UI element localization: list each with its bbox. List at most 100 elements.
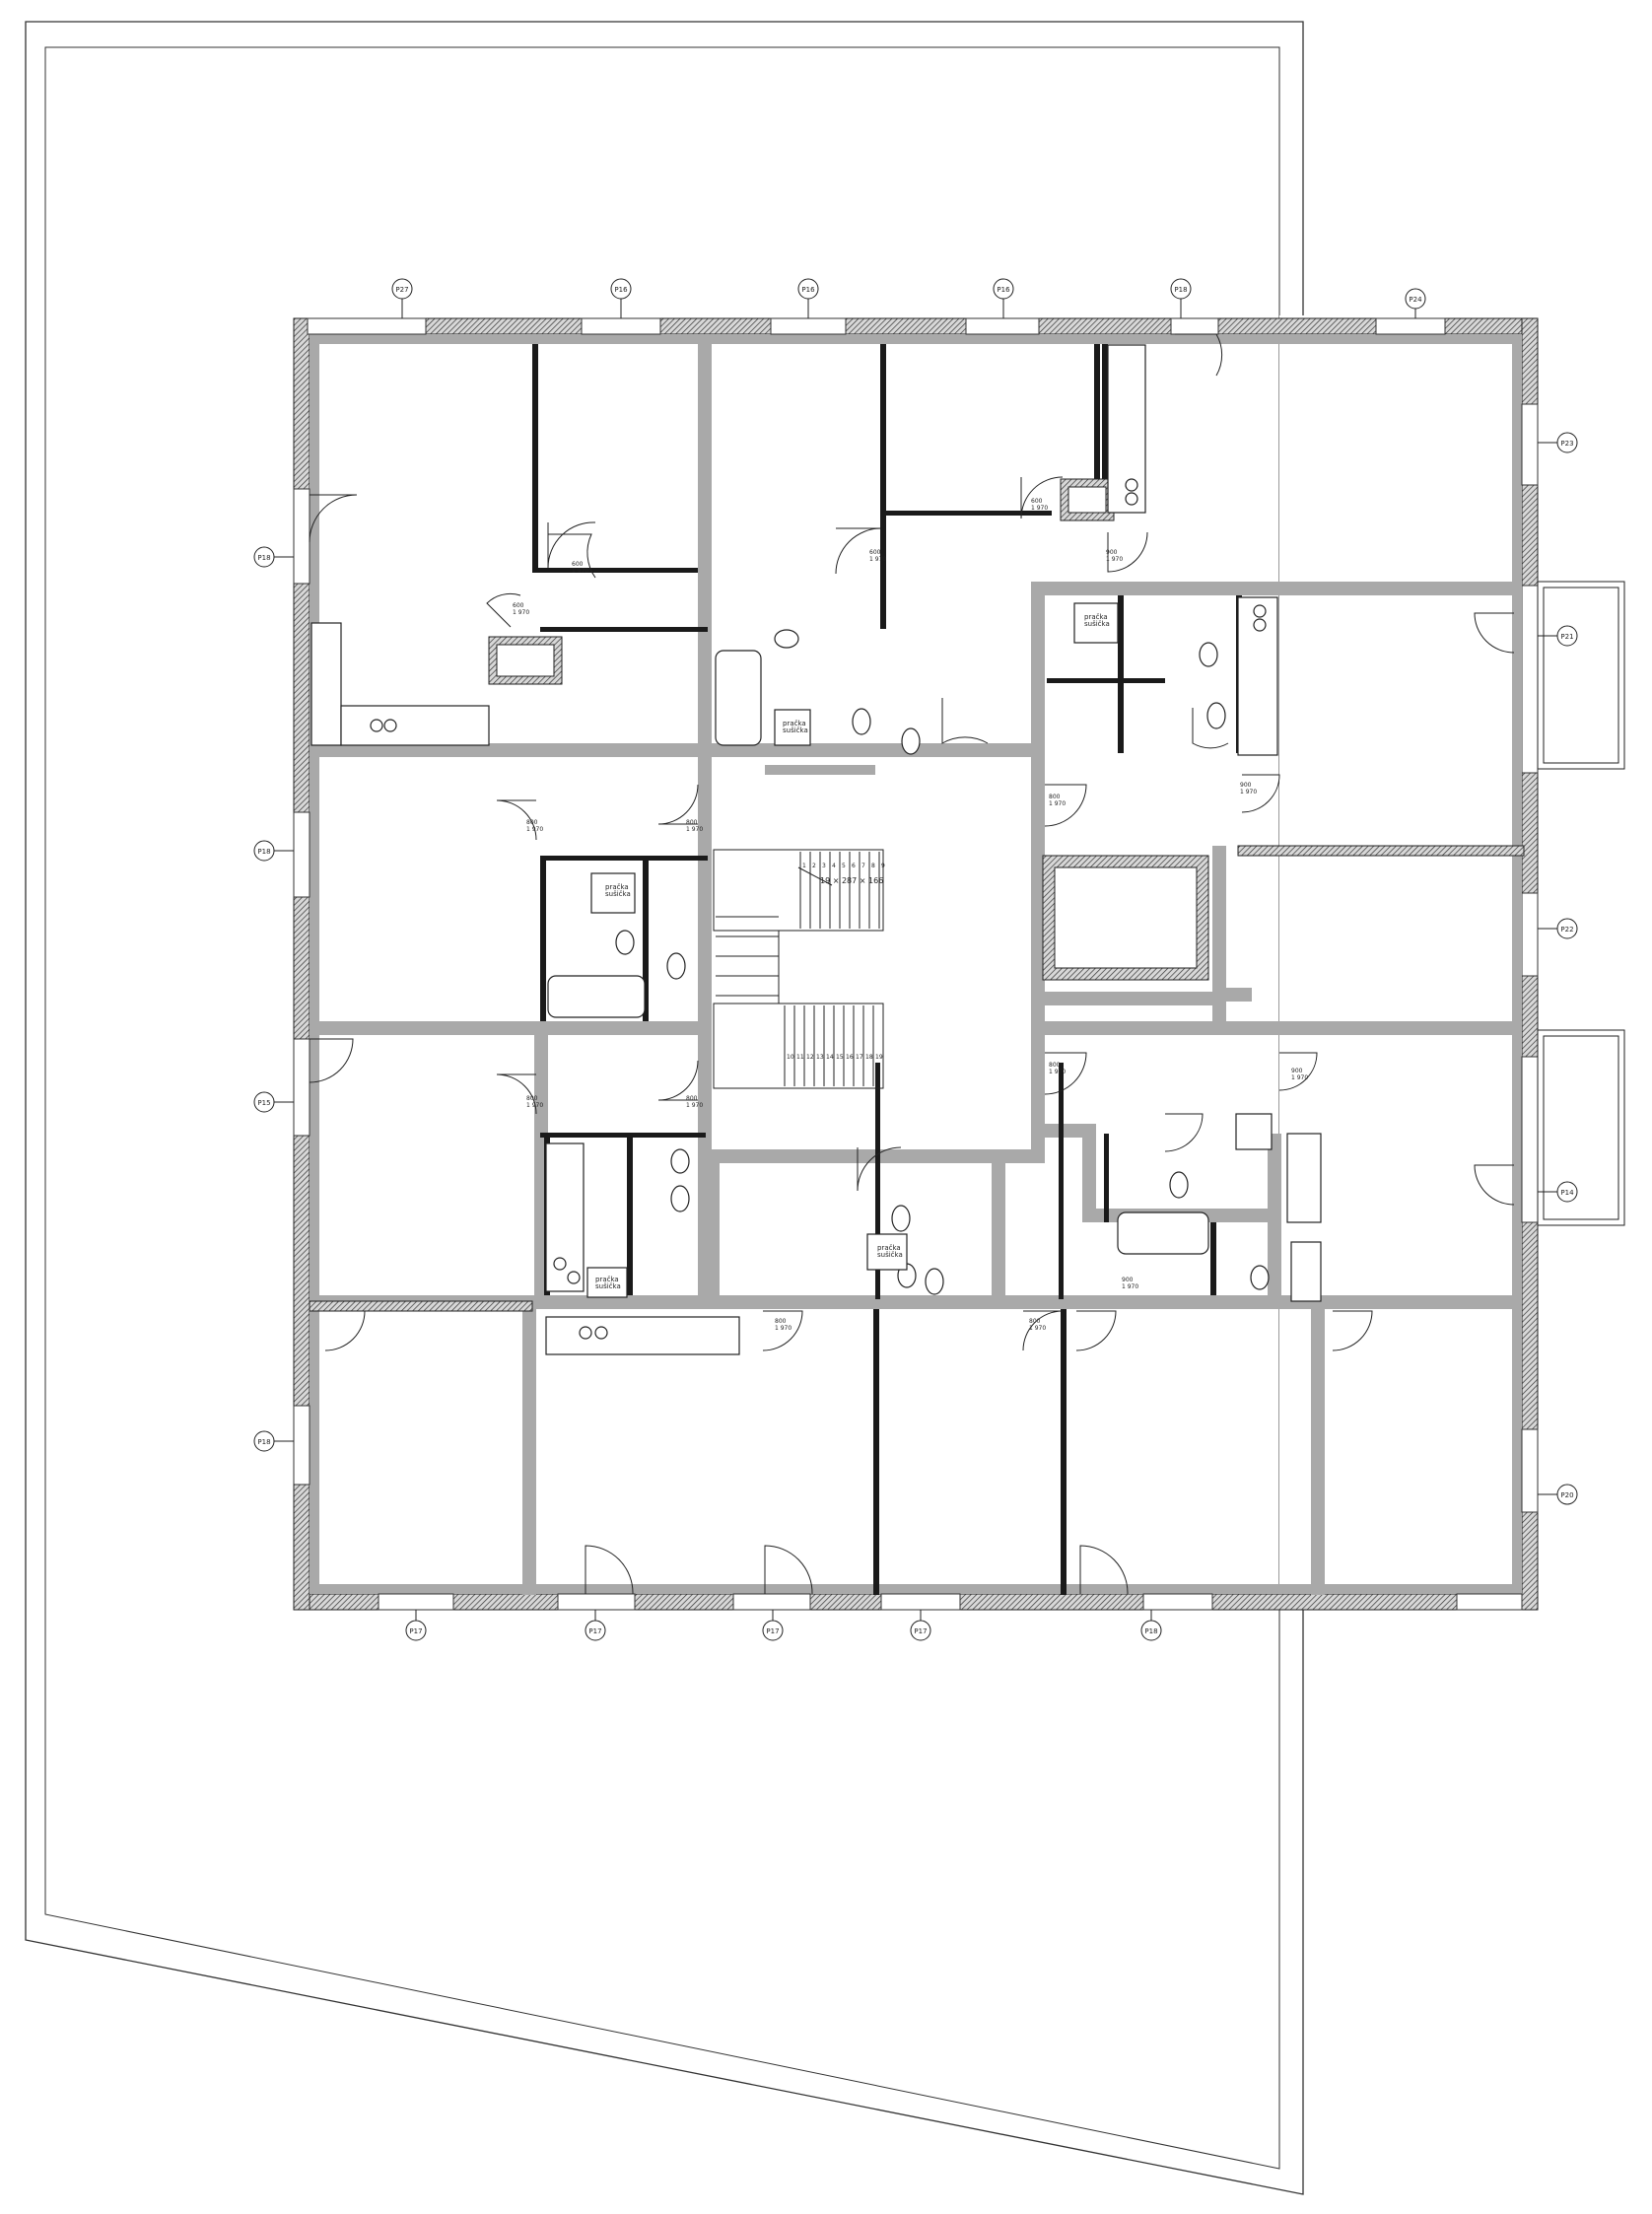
appliance-box xyxy=(586,1267,628,1298)
window-tag: P18 xyxy=(257,554,270,562)
window-tag: P17 xyxy=(766,1627,779,1635)
kitchen-counter xyxy=(545,1142,585,1292)
bathroom-fixtures xyxy=(547,629,1270,1295)
stair-number: 16 xyxy=(846,1054,854,1061)
sink xyxy=(615,930,635,955)
kitchen-fixtures xyxy=(310,344,1322,1355)
toilet xyxy=(666,952,686,980)
sink xyxy=(1199,642,1218,667)
appliance-box xyxy=(774,709,811,746)
window-tag: P24 xyxy=(1409,296,1422,304)
stair-number: 12 xyxy=(806,1054,814,1061)
window-tag: P22 xyxy=(1560,926,1573,934)
bathtub xyxy=(1117,1211,1209,1255)
doors xyxy=(309,333,1515,1595)
stair-number: 15 xyxy=(836,1054,844,1061)
window-tag: P21 xyxy=(1560,633,1573,641)
stair-number: 9 xyxy=(881,863,885,869)
stair-number: 18 xyxy=(865,1054,873,1061)
window-tags-right: P23 P21 P22 P14 P20 xyxy=(1538,432,1578,1505)
stair-number: 4 xyxy=(832,863,836,869)
window-tag: P17 xyxy=(914,1627,927,1635)
window-tag: P18 xyxy=(1174,286,1187,294)
cooktop-burner xyxy=(1253,618,1267,632)
stair-number: 10 xyxy=(787,1054,794,1061)
site-boundary-outer xyxy=(25,21,1304,2195)
cooktop-burner xyxy=(579,1326,592,1340)
hatched-walls xyxy=(309,478,1525,1312)
window-tag: P17 xyxy=(409,1627,422,1635)
appliance-box xyxy=(1235,1113,1273,1150)
cooktop-burner xyxy=(553,1257,567,1271)
toilet xyxy=(891,1205,911,1232)
stair-number: 6 xyxy=(852,863,856,869)
window-tag: P18 xyxy=(257,1438,270,1446)
stair-number: 5 xyxy=(842,863,846,869)
window-tags-bottom: P17 P17 P17 P17 P18 xyxy=(405,1610,1162,1641)
kitchen-counter xyxy=(1286,1133,1322,1223)
sink xyxy=(670,1148,690,1174)
toilet xyxy=(1206,702,1226,729)
cooktop-burner xyxy=(383,719,397,732)
stair-number: 14 xyxy=(826,1054,834,1061)
cooktop-burner xyxy=(594,1326,608,1340)
window-tag: P20 xyxy=(1560,1491,1573,1499)
stair-number: 1 xyxy=(802,863,806,869)
sink xyxy=(774,629,799,649)
site-boundary-inner xyxy=(44,46,1280,2170)
window-tags-top: P27 P16 P16 P16 P18 P24 xyxy=(391,278,1426,318)
stair-label: 19 × 287 × 166 xyxy=(820,876,883,885)
stair-number: 11 xyxy=(796,1054,804,1061)
toilet xyxy=(901,727,921,755)
window-tag: P15 xyxy=(257,1099,270,1107)
window-tag: P18 xyxy=(1144,1627,1157,1635)
sink xyxy=(1250,1265,1270,1290)
cooktop-burner xyxy=(1125,492,1138,506)
cooktop-burner xyxy=(567,1271,581,1284)
stair-number: 13 xyxy=(816,1054,824,1061)
bathtub xyxy=(715,650,762,746)
stair-number: 2 xyxy=(812,863,816,869)
cooktop-burner xyxy=(370,719,383,732)
interior-walls xyxy=(310,334,1522,1595)
kitchen-counter xyxy=(1290,1241,1322,1302)
boundary-mask xyxy=(1279,315,1309,1609)
window-tag: P16 xyxy=(801,286,815,294)
cooktop-burner xyxy=(1253,604,1267,618)
appliance-box xyxy=(866,1233,908,1271)
window-tag: P17 xyxy=(588,1627,601,1635)
kitchen-counter xyxy=(310,622,342,746)
stair-number: 17 xyxy=(856,1054,863,1061)
cooktop-burner xyxy=(1125,478,1138,492)
kitchen-counter xyxy=(545,1316,740,1355)
window-tag: P27 xyxy=(395,286,408,294)
appliance-box xyxy=(590,872,636,914)
kitchen-counter xyxy=(340,705,490,746)
toilet xyxy=(670,1185,690,1212)
window-tags-left: P18 P18 P15 P18 xyxy=(253,546,294,1452)
toilet xyxy=(925,1268,944,1295)
window-tag: P16 xyxy=(997,286,1010,294)
window-tag: P16 xyxy=(614,286,628,294)
